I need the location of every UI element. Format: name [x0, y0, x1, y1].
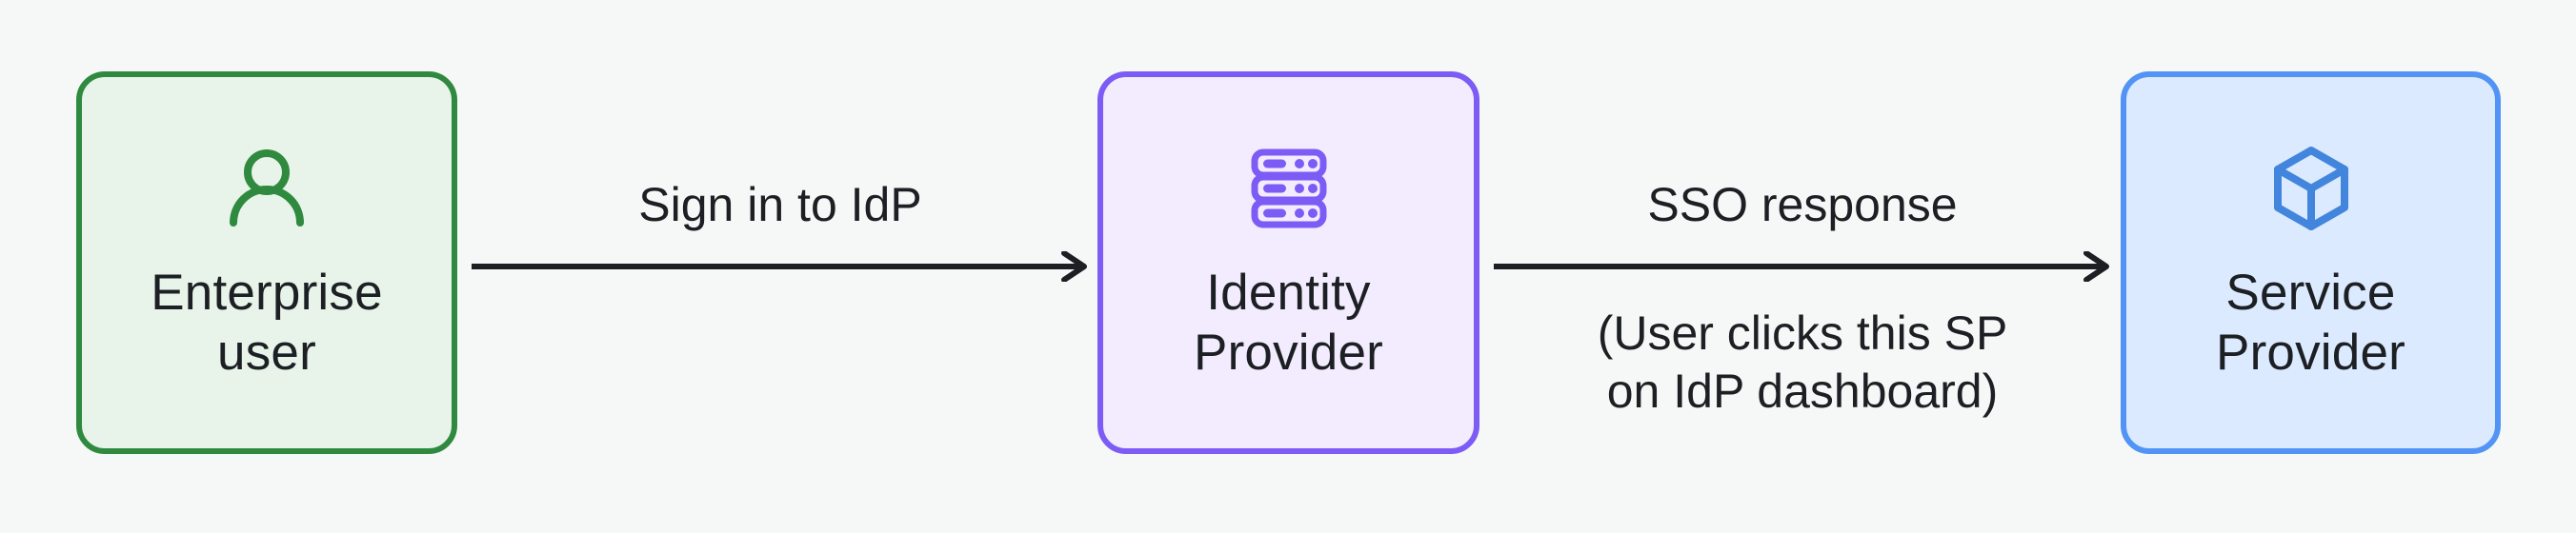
edge-label-sign-in-to-idp: Sign in to IdP [638, 178, 922, 231]
arrow-identity-provider-to-service-provider [1494, 250, 2111, 283]
node-label-enterprise-user: Enterprise user [151, 264, 383, 381]
person-icon [221, 143, 312, 239]
node-identity-provider[interactable]: Identity Provider [1097, 71, 1479, 454]
node-enterprise-user[interactable]: Enterprise user [76, 71, 457, 454]
node-label-service-provider: Service Provider [2216, 264, 2405, 381]
edge-label-sso-response-note: (User clicks this SP on IdP dashboard) [1597, 306, 2008, 418]
node-service-provider[interactable]: Service Provider [2121, 71, 2501, 454]
arrow-enterprise-user-to-identity-provider [472, 250, 1089, 283]
server-rack-icon [1243, 143, 1335, 239]
cube-icon [2265, 143, 2357, 239]
edge-label-sso-response: SSO response [1647, 178, 1958, 231]
node-label-identity-provider: Identity Provider [1194, 264, 1383, 381]
